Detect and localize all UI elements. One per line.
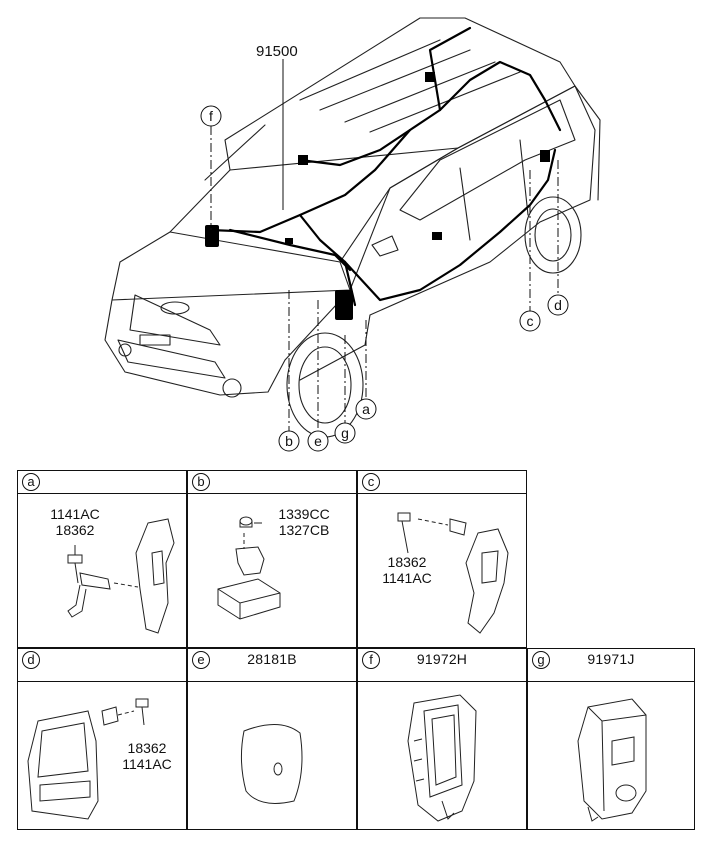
panel-part-code: 28181B	[247, 651, 297, 667]
svg-text:b: b	[285, 433, 293, 449]
panel-letter: b	[192, 473, 210, 491]
detail-panel-c: c 18362 1141AC	[357, 470, 527, 648]
svg-text:d: d	[554, 297, 562, 313]
panel-header: g 91971J	[528, 649, 694, 682]
part-label: 18362	[55, 522, 95, 538]
callout-b: b	[278, 430, 300, 452]
part-label: 1141AC	[50, 506, 100, 522]
pillar-bolt-drawing	[67, 518, 175, 634]
panel-letter: a	[22, 473, 40, 491]
airbag-sensor-drawing	[217, 516, 281, 620]
panel-header: c	[358, 471, 526, 494]
detail-panel-f: f 91972H	[357, 648, 527, 830]
tailgate-drawing	[27, 698, 149, 820]
panel-header: e 28181B	[188, 649, 356, 682]
svg-text:g: g	[341, 425, 349, 441]
part-label: 1141AC	[122, 756, 172, 772]
part-label: 1327CB	[278, 522, 330, 538]
svg-text:e: e	[314, 433, 322, 449]
panel-part-code: 91972H	[416, 651, 468, 667]
callout-c: c	[519, 310, 541, 332]
detail-panel-e: e 28181B	[187, 648, 357, 830]
callout-a: a	[355, 398, 377, 420]
detail-panel-d: d 18362 1141AC	[17, 648, 187, 830]
svg-text:f: f	[209, 108, 213, 124]
detail-panel-b: b 1339CC 1327CB	[187, 470, 357, 648]
detail-panels-grid: a 1141AC 18362 b 1339CC 1327CB	[17, 470, 695, 830]
panel-letter: d	[22, 651, 40, 669]
panel-header: d	[18, 649, 186, 682]
panel-header: b	[188, 471, 356, 494]
svg-text:c: c	[527, 313, 534, 329]
grommet-drawing	[240, 724, 303, 804]
panel-part-code: 91971J	[587, 651, 635, 667]
panel-letter: f	[362, 651, 380, 669]
panel-letter: c	[362, 473, 380, 491]
part-label: 18362	[127, 740, 167, 756]
junction-block-g-drawing	[577, 698, 647, 822]
panel-header: a	[18, 471, 186, 494]
callout-g: g	[334, 422, 356, 444]
detail-panel-a: a 1141AC 18362	[17, 470, 187, 648]
svg-text:a: a	[362, 401, 370, 417]
panel-letter: e	[192, 651, 210, 669]
junction-block-f-drawing	[407, 694, 477, 822]
part-label: 1141AC	[382, 570, 432, 586]
callout-f: f	[200, 105, 222, 127]
part-label: 18362	[387, 554, 427, 570]
rear-pillar-drawing	[397, 512, 509, 634]
panel-header: f 91972H	[358, 649, 526, 682]
callout-e: e	[307, 430, 329, 452]
detail-panel-g: g 91971J	[527, 648, 695, 830]
part-label: 1339CC	[278, 506, 330, 522]
panel-letter: g	[532, 651, 550, 669]
part-number-label: 91500	[256, 43, 298, 60]
vehicle-wiring-diagram: 91500 f b e g a c d	[104, 17, 601, 452]
callout-d: d	[547, 294, 569, 316]
